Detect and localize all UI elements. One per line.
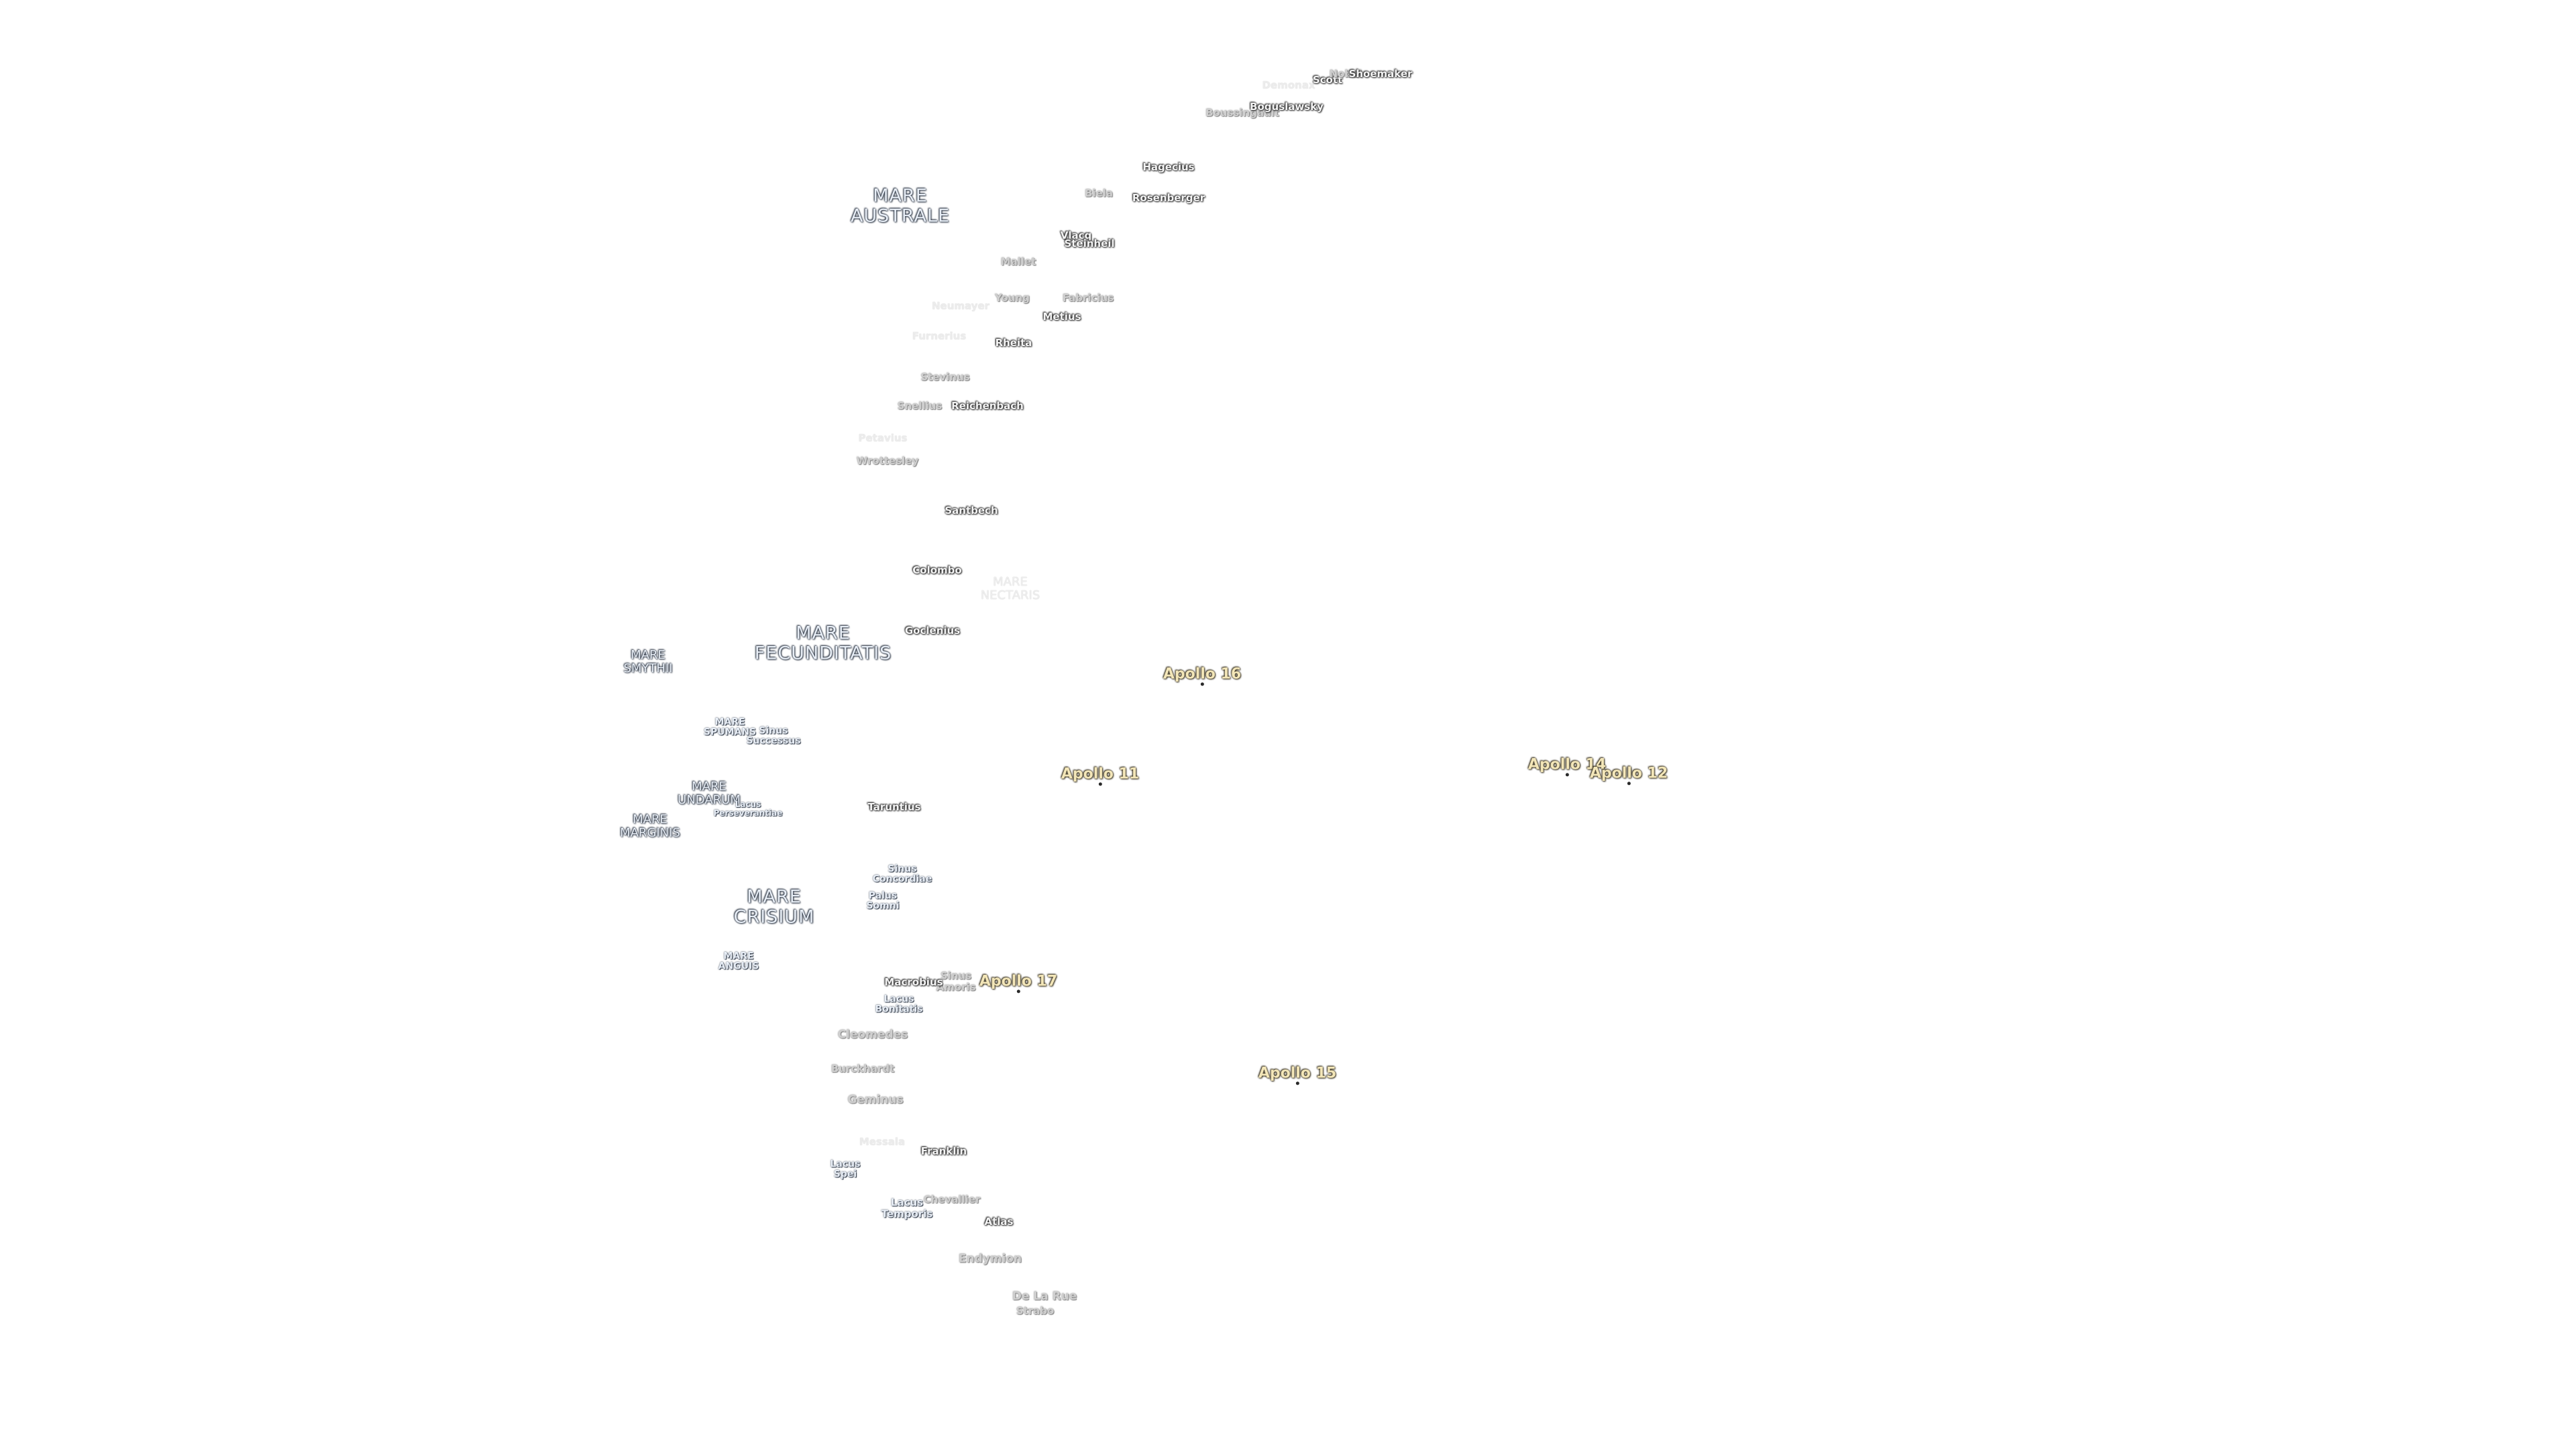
crater-atlas-label[interactable]: Atlas xyxy=(984,1215,1014,1228)
apollo-17-marker-icon xyxy=(1016,989,1020,994)
crater-reichenbach-label[interactable]: Reichenbach xyxy=(951,399,1024,412)
crater-burckhardt-label[interactable]: Burckhardt xyxy=(830,1062,895,1075)
crater-shoemaker-label[interactable]: Shoemaker xyxy=(1348,67,1413,80)
crater-santbech-label[interactable]: Santbech xyxy=(945,504,998,517)
crater-petavius-label[interactable]: Petavius xyxy=(858,431,908,444)
palus-somni-label[interactable]: Palus Somni xyxy=(866,890,900,912)
apollo-16-text: Apollo 16 xyxy=(1163,665,1242,683)
apollo-11-marker-icon xyxy=(1098,782,1102,786)
mare-spumans-label[interactable]: MARE SPUMANS xyxy=(703,716,757,738)
mare-fecunditatis-label[interactable]: MARE FECUNDITATIS xyxy=(754,623,892,663)
apollo-14-label[interactable]: Apollo 14 xyxy=(1527,756,1607,777)
mare-undarum-label[interactable]: MARE UNDARUM xyxy=(678,780,741,807)
crater-fabricius-label[interactable]: Fabricius xyxy=(1062,291,1114,304)
mare-australe-label[interactable]: MARE AUSTRALE xyxy=(850,185,951,226)
crater-nobel-label[interactable]: Nobel xyxy=(1329,67,1362,80)
mare-marginis-label[interactable]: MARE MARGINIS xyxy=(620,812,680,840)
sinus-successus-label[interactable]: Sinus Successus xyxy=(746,725,801,747)
crater-metius-label[interactable]: Metius xyxy=(1042,310,1081,323)
apollo-15-text: Apollo 15 xyxy=(1258,1065,1337,1082)
crater-franklin-label[interactable]: Franklin xyxy=(920,1144,967,1157)
crater-neumayer-label[interactable]: Neumayer xyxy=(931,299,990,312)
lacus-spei-label[interactable]: Lacus Spei xyxy=(830,1159,861,1180)
crater-demonax-label[interactable]: Demonax xyxy=(1262,78,1316,91)
crater-geminus-label[interactable]: Geminus xyxy=(847,1093,904,1107)
apollo-12-marker-icon xyxy=(1627,782,1631,786)
sinus-amoris-label[interactable]: Sinus Amoris xyxy=(936,969,976,993)
apollo-17-label[interactable]: Apollo 17 xyxy=(979,973,1058,994)
mare-anguis-label[interactable]: MARE ANGUIS xyxy=(718,951,759,972)
crater-rheita-label[interactable]: Rheita xyxy=(995,336,1032,349)
mare-smythii-label[interactable]: MARE SMYTHII xyxy=(623,648,673,676)
apollo-14-marker-icon xyxy=(1565,773,1569,777)
crater-scott-label[interactable]: Scott xyxy=(1312,73,1343,86)
mare-crisium-label[interactable]: MARE CRISIUM xyxy=(733,886,815,927)
mare-nectaris-label[interactable]: MARE NECTARIS xyxy=(980,575,1040,602)
apollo-14-text: Apollo 14 xyxy=(1527,756,1607,773)
crater-rosenberger-label[interactable]: Rosenberger xyxy=(1132,191,1205,204)
crater-vlacq-label[interactable]: Vlacq xyxy=(1060,229,1092,241)
apollo-12-label[interactable]: Apollo 12 xyxy=(1589,765,1668,786)
apollo-15-marker-icon xyxy=(1295,1081,1299,1085)
apollo-15-label[interactable]: Apollo 15 xyxy=(1258,1065,1336,1085)
apollo-11-text: Apollo 11 xyxy=(1061,765,1140,783)
apollo-16-marker-icon xyxy=(1200,682,1204,686)
lacus-bonitatis-label[interactable]: Lacus Bonitatis xyxy=(875,994,923,1015)
crater-young-label[interactable]: Young xyxy=(995,291,1030,304)
crater-goclenius-label[interactable]: Goclenius xyxy=(904,624,961,637)
lacus-temporis-label[interactable]: Lacus Temporis xyxy=(881,1196,933,1220)
crater-macrobius-label[interactable]: Macrobius xyxy=(884,975,943,988)
crater-stevinus-label[interactable]: Stevinus xyxy=(920,370,970,383)
lacus-perseverantiae-label[interactable]: Lacus Perseverantiae xyxy=(713,799,783,818)
crater-colombo-label[interactable]: Colombo xyxy=(912,564,962,576)
crater-chevallier-label[interactable]: Chevallier xyxy=(923,1193,981,1205)
crater-de-la-rue-label[interactable]: De La Rue xyxy=(1012,1289,1077,1303)
crater-endymion-label[interactable]: Endymion xyxy=(958,1252,1022,1266)
crater-steinheil-label[interactable]: Steinheil xyxy=(1064,237,1115,250)
apollo-16-label[interactable]: Apollo 16 xyxy=(1163,666,1241,686)
crater-taruntius-label[interactable]: Taruntius xyxy=(867,800,921,813)
crater-strabo-label[interactable]: Strabo xyxy=(1016,1304,1055,1317)
crater-mallet-label[interactable]: Mallet xyxy=(1000,255,1036,268)
apollo-17-text: Apollo 17 xyxy=(979,973,1058,990)
apollo-11-label[interactable]: Apollo 11 xyxy=(1061,766,1139,786)
crater-furnerius-label[interactable]: Furnerius xyxy=(912,329,967,342)
apollo-12-text: Apollo 12 xyxy=(1589,765,1668,782)
crater-messala-label[interactable]: Messala xyxy=(859,1135,906,1148)
crater-cleomedes-label[interactable]: Cleomedes xyxy=(837,1028,908,1042)
crater-boguslawsky-label[interactable]: Boguslawsky xyxy=(1250,100,1324,113)
crater-wrottesley-label[interactable]: Wrottesley xyxy=(856,454,919,467)
crater-snellius-label[interactable]: Snellius xyxy=(897,399,943,412)
crater-biela-label[interactable]: Biela xyxy=(1084,186,1114,199)
crater-hagecius-label[interactable]: Hagecius xyxy=(1142,160,1195,173)
sinus-concordiae-label[interactable]: Sinus Concordiae xyxy=(872,863,932,885)
crater-boussingault-label[interactable]: Boussingault xyxy=(1205,106,1279,119)
